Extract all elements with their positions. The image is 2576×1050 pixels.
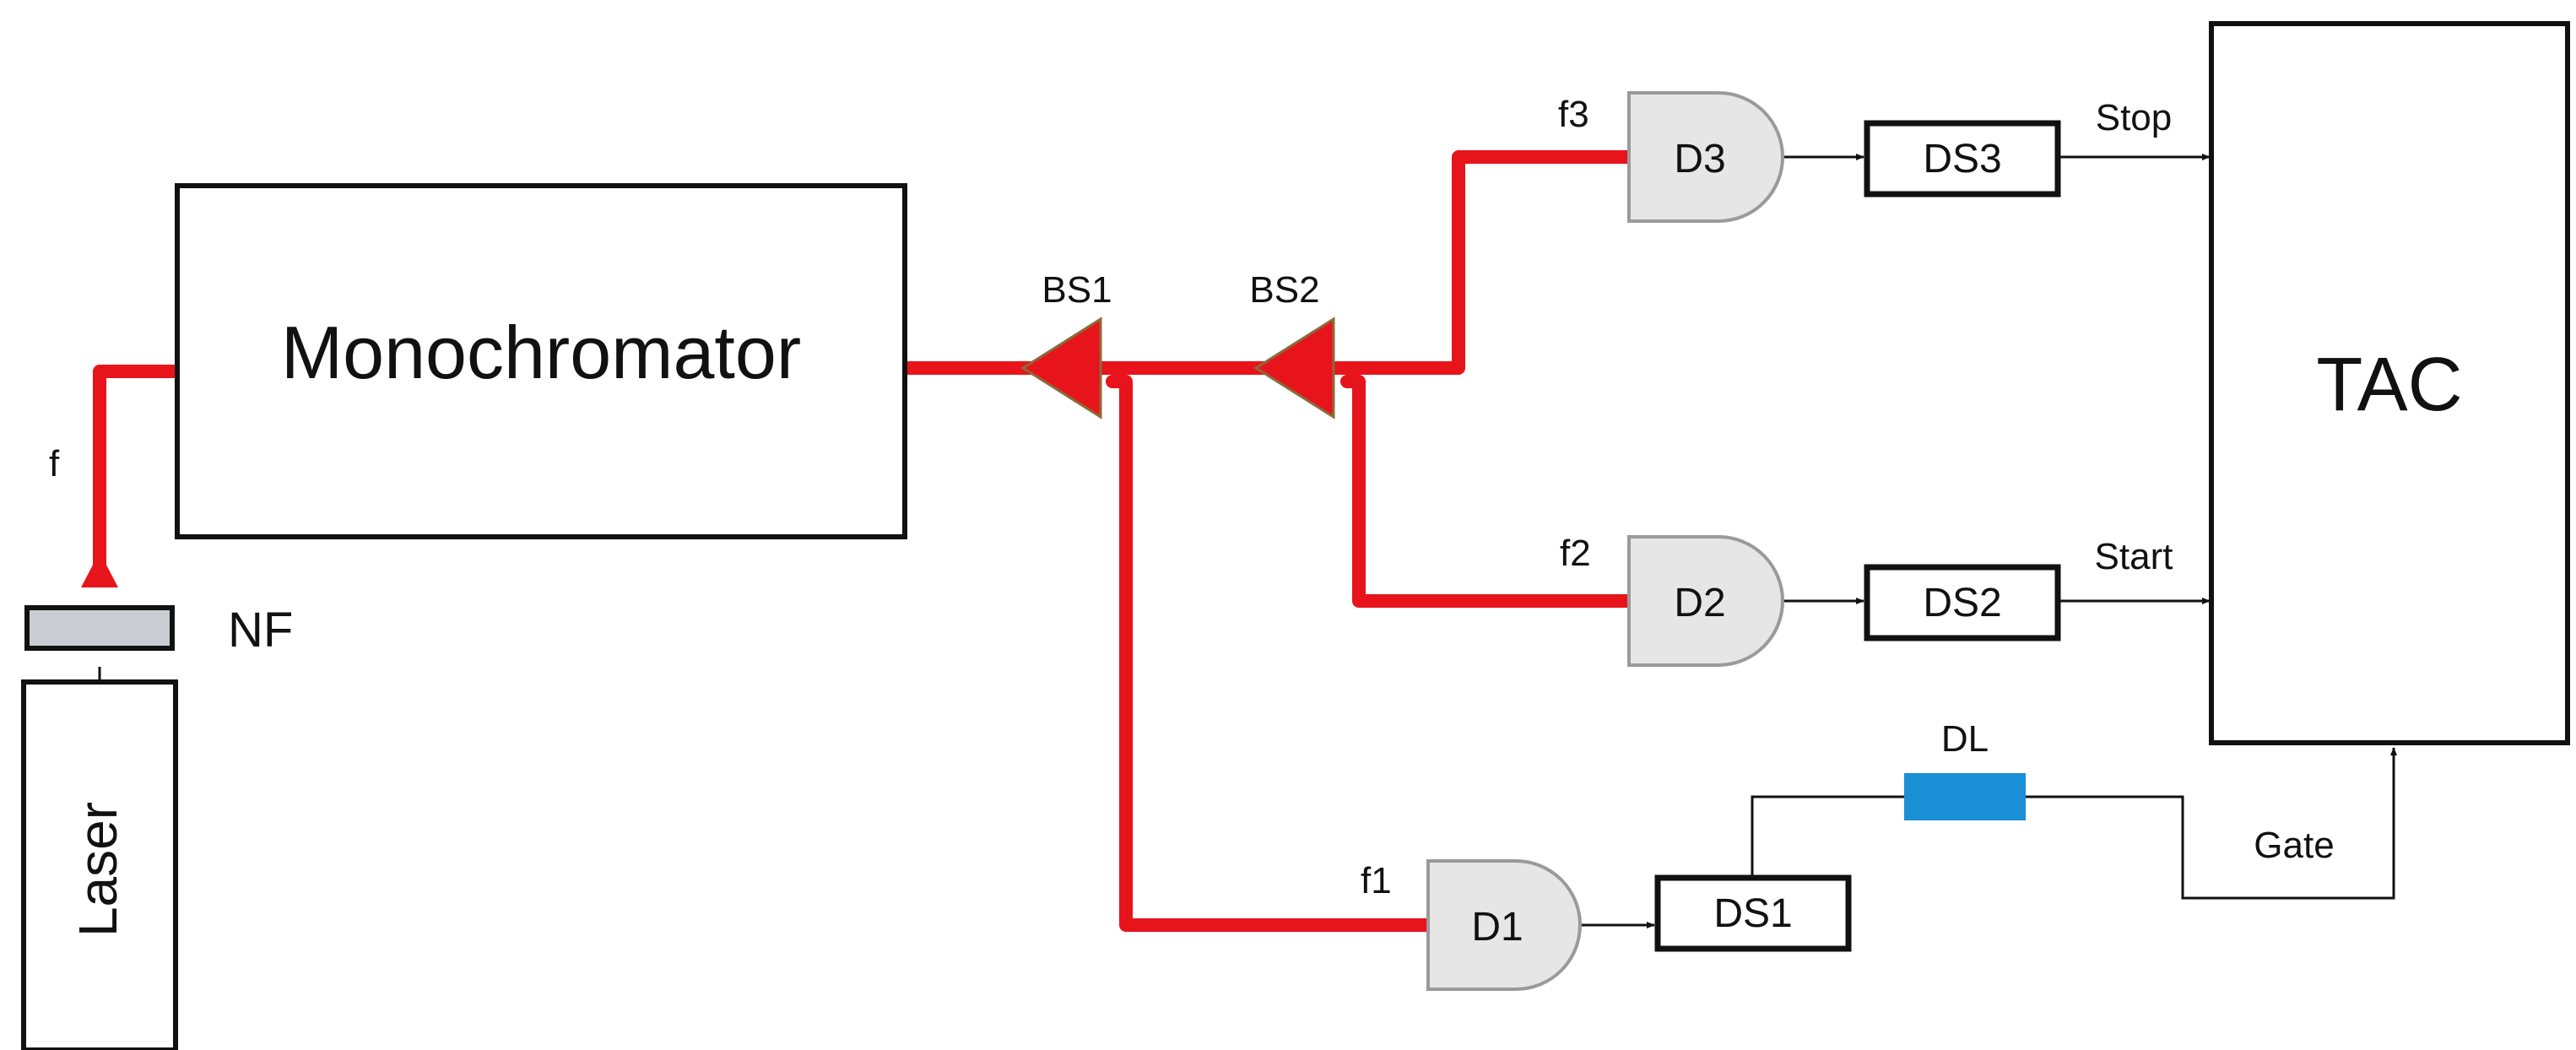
bs1-label: BS1	[1042, 269, 1112, 311]
d3-shape-icon	[1627, 91, 1784, 223]
f-label: f	[49, 443, 60, 484]
tac-label: TAC	[2316, 343, 2462, 427]
ds3-label: DS3	[1923, 137, 2001, 181]
beam-splitter-bs1: BS1	[1020, 269, 1112, 419]
delay-line: DL	[1904, 718, 2026, 820]
f1-label: f1	[1361, 860, 1392, 901]
bs2-label: BS2	[1249, 269, 1319, 311]
fiber-bs1-d1	[1106, 375, 1435, 932]
laser: Laser	[21, 679, 178, 1050]
detector-d2: D2	[1627, 535, 1784, 667]
ds1-label: DS1	[1713, 891, 1792, 936]
beam-arrow-icon	[81, 552, 118, 587]
monochromator-label: Monochromator	[281, 311, 801, 394]
start-label: Start	[2095, 536, 2173, 577]
d2-label: D2	[1674, 581, 1725, 625]
fiber-bs2-d2	[1340, 375, 1636, 608]
fiber-laser-monochromator	[93, 365, 184, 581]
bs1-triangle-icon	[1020, 317, 1102, 419]
discriminator-ds3: DS3	[1864, 120, 2061, 198]
wires	[98, 154, 2397, 928]
d3-label: D3	[1674, 137, 1725, 181]
beam-splitter-bs2: BS2	[1249, 269, 1335, 419]
notch-filter: NF	[24, 603, 293, 658]
stop-label: Stop	[2096, 97, 2173, 138]
monochromator: Monochromator	[175, 183, 907, 539]
f2-label: f2	[1560, 533, 1591, 574]
discriminator-ds1: DS1	[1654, 874, 1852, 952]
f3-label: f3	[1558, 94, 1589, 135]
tac: TAC	[2209, 21, 2570, 745]
detector-d3: D3	[1627, 91, 1784, 223]
discriminator-ds2: DS2	[1864, 564, 2061, 641]
ds2-label: DS2	[1923, 581, 2001, 625]
laser-label: Laser	[68, 802, 128, 937]
detector-d1: D1	[1426, 859, 1582, 991]
fibers	[93, 150, 1636, 932]
wire-dl-gate	[2026, 747, 2397, 900]
d1-shape-icon	[1426, 859, 1582, 991]
bs2-triangle-icon	[1253, 317, 1335, 419]
d1-label: D1	[1471, 905, 1523, 950]
nf-label: NF	[228, 603, 293, 658]
d2-shape-icon	[1627, 535, 1784, 667]
wire-ds1-dl	[1751, 795, 1904, 878]
dl-label: DL	[1941, 718, 1989, 760]
fiber-bs2-d3	[1310, 150, 1636, 375]
gate-label: Gate	[2254, 825, 2334, 866]
